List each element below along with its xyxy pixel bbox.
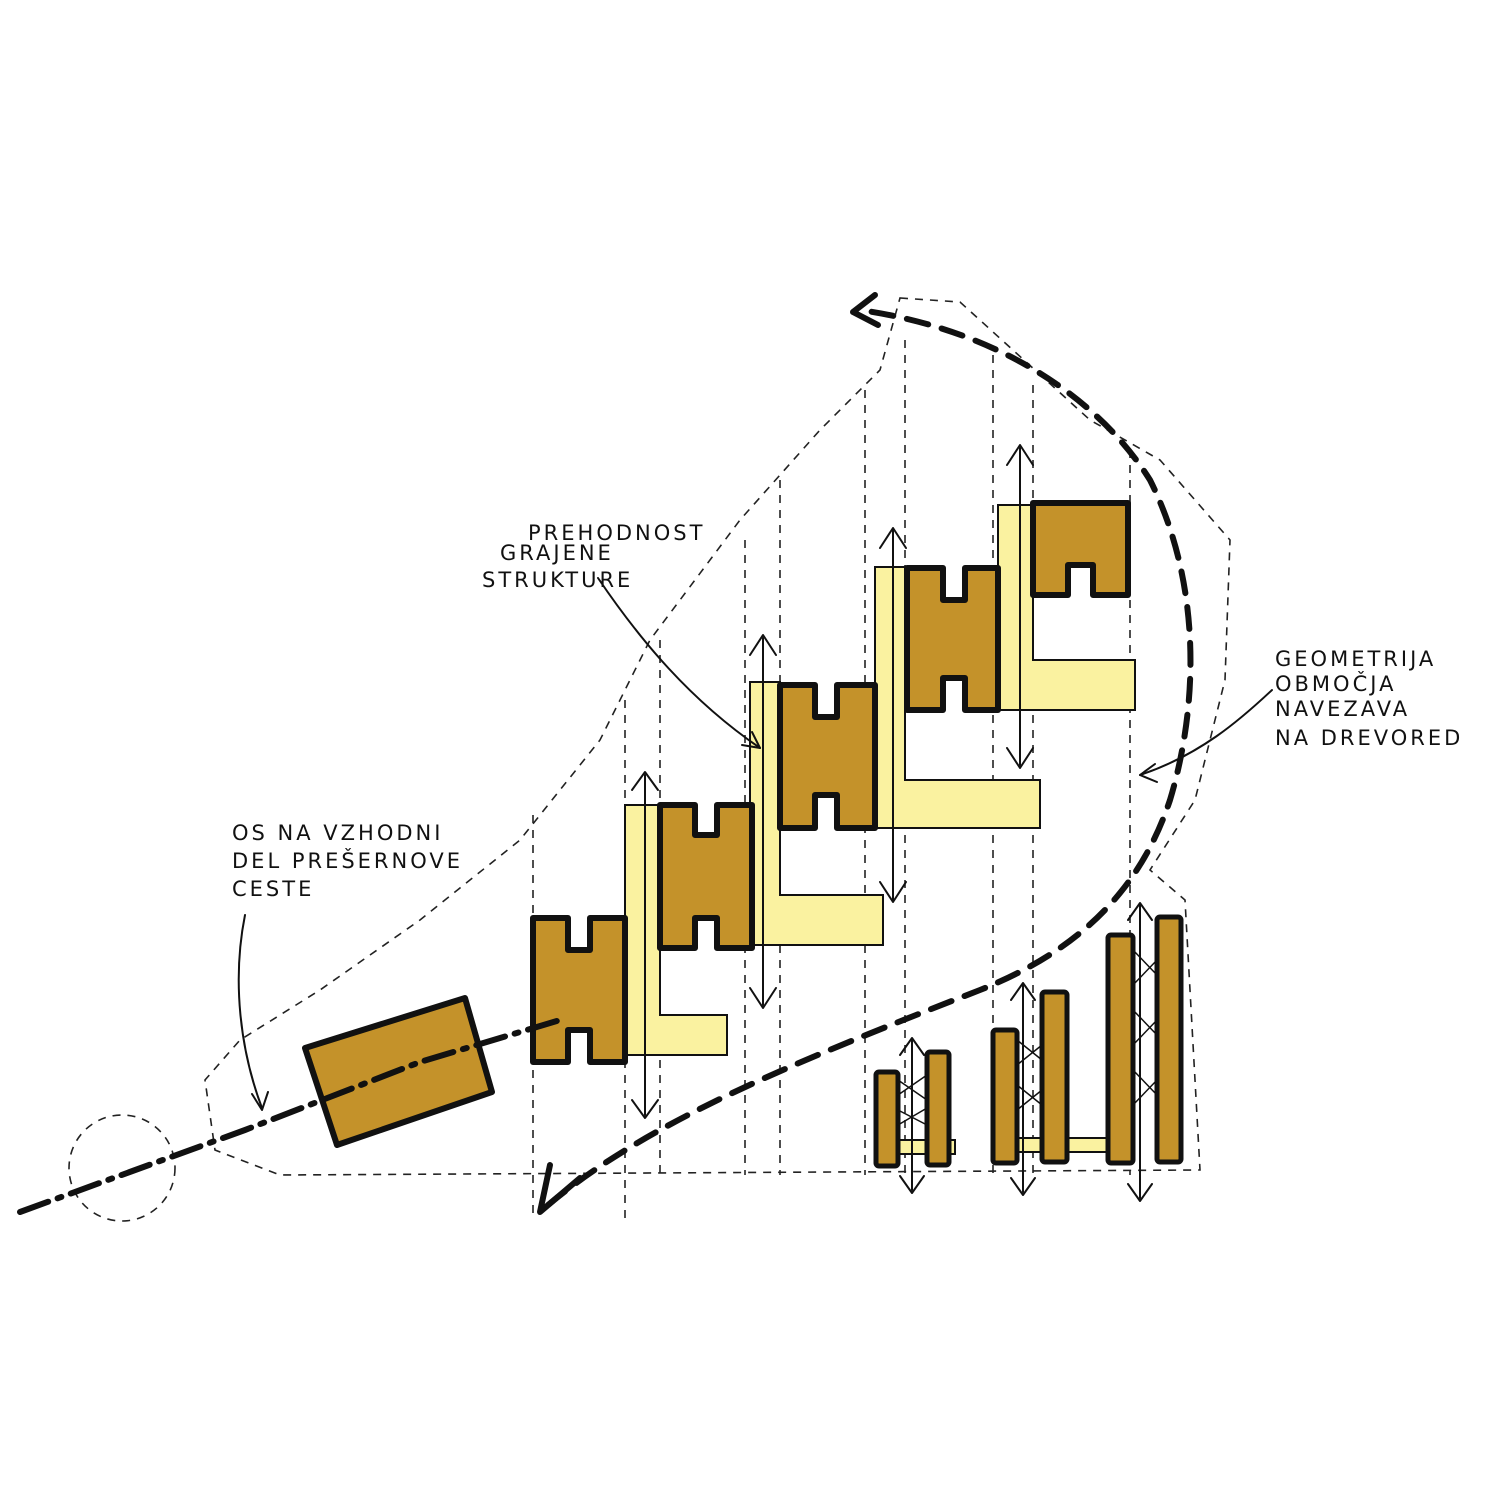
u-building-5 (1030, 500, 1131, 598)
slab-1 (873, 1069, 901, 1169)
annotation-geometry-line-3: NAVEZAVA (1275, 697, 1410, 721)
pavilion-slabs (873, 914, 1184, 1169)
annotation-permeability-line-3: STRUKTURE (482, 568, 633, 592)
route-arrowhead-start (537, 1162, 583, 1215)
annotation-permeability-line-2: GRAJENE (500, 541, 614, 565)
leader-axis (237, 914, 263, 1109)
slab-6 (1154, 914, 1184, 1165)
axis-origin-circle (68, 1114, 176, 1222)
annotation-axis: OS NA VZHODNI DEL PREŠERNOVE CESTE (232, 821, 463, 901)
annotation-geometry-line-1: GEOMETRIJA (1275, 647, 1436, 671)
slab-3 (990, 1027, 1020, 1166)
slab-4 (1039, 989, 1070, 1165)
permeability-arrows (631, 444, 1153, 1202)
annotation-permeability: PREHODNOST GRAJENE STRUKTURE (482, 521, 705, 592)
movement-route (545, 307, 1194, 1208)
annotation-geometry-line-4: NA DREVORED (1275, 726, 1463, 750)
route-arrowhead-end (850, 292, 881, 328)
slab-2 (924, 1049, 952, 1168)
h-buildings (302, 500, 1131, 1148)
slab-5 (1105, 932, 1136, 1166)
annotation-axis-line-2: DEL PREŠERNOVE (232, 848, 463, 873)
leader-permeability (597, 577, 761, 749)
annotation-permeability-line-1: PREHODNOST (528, 521, 705, 545)
h-building-1 (530, 915, 628, 1065)
annotation-geometry: GEOMETRIJA OBMOČJA NAVEZAVA NA DREVORED (1275, 647, 1463, 750)
leader-geometry (1139, 689, 1273, 776)
h-building-3 (777, 682, 878, 831)
annotation-axis-line-1: OS NA VZHODNI (232, 821, 443, 845)
main-axis-line (17, 1017, 563, 1215)
annotation-geometry-line-2: OBMOČJA (1275, 671, 1396, 696)
annotation-axis-line-3: CESTE (232, 877, 314, 901)
h-building-4 (904, 565, 1001, 713)
site-boundary (204, 297, 1231, 1176)
h-building-2 (657, 802, 755, 951)
